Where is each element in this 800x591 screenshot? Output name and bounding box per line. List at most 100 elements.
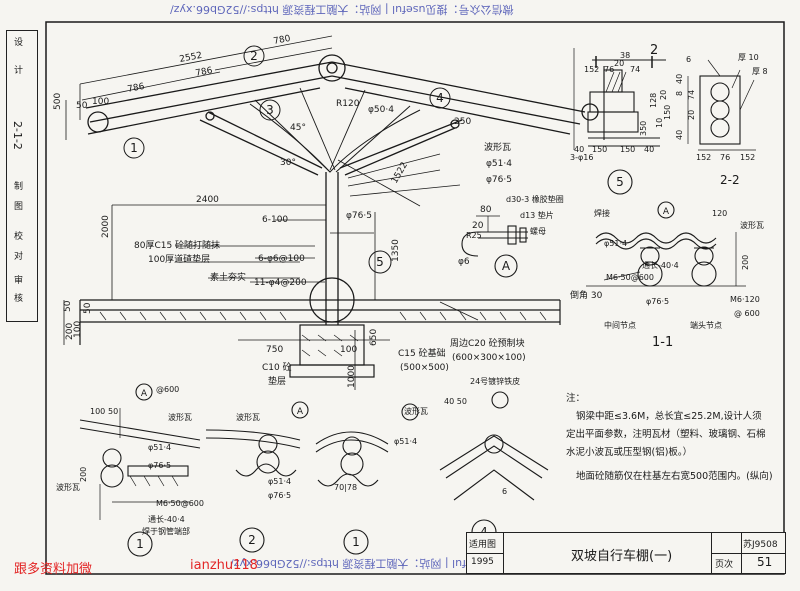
svg-text:周边C20 砼预制块: 周边C20 砼预制块	[450, 337, 525, 349]
svg-text:2-2: 2-2	[720, 173, 740, 187]
svg-text:6-φ6@100: 6-φ6@100	[258, 254, 305, 264]
title-block: 适用图 1995 双坡自行车棚(一) 苏J9508 页次 51	[466, 532, 786, 574]
svg-text:40: 40	[675, 130, 684, 140]
svg-text:1522: 1522	[390, 161, 410, 186]
svg-text:M6·50@600: M6·50@600	[156, 499, 204, 508]
svg-text:M6·120: M6·120	[730, 295, 760, 304]
svg-text:厚 8: 厚 8	[752, 67, 768, 76]
svg-text:650: 650	[369, 329, 379, 346]
notes-block: 注： 钢梁中距≤3.6M，总长宜≤25.2M,设计人须 定出平面参数，注明瓦材（…	[566, 390, 786, 486]
svg-text:38: 38	[620, 51, 630, 60]
svg-text:波形瓦: 波形瓦	[168, 412, 192, 422]
bottom-details	[79, 383, 549, 557]
svg-text:10: 10	[655, 118, 664, 128]
svg-text:152: 152	[696, 153, 711, 162]
bottom-detail-texts: 100 50 @600 波形瓦 φ51·4 φ76·5 波形瓦 M6·50@60…	[56, 376, 520, 536]
dimension-texts: 2552 786 786 780 100 500 50 45° 30° R120…	[53, 34, 471, 388]
sidebar-label-5: 对	[12, 251, 22, 260]
callout-a: A	[502, 259, 511, 273]
svg-text:C15 砼基础: C15 砼基础	[398, 347, 446, 359]
svg-text:1350: 1350	[391, 239, 401, 262]
callout-bottom-1: 1	[136, 537, 144, 551]
svg-text:8: 8	[675, 91, 684, 96]
svg-text:R25: R25	[466, 231, 482, 240]
callout-a-11: A	[663, 207, 670, 217]
callout-4: 4	[436, 91, 444, 105]
svg-text:100: 100	[92, 97, 109, 107]
svg-text:(500×500): (500×500)	[400, 363, 449, 373]
title-main: 双坡自行车棚(一)	[571, 549, 673, 564]
svg-text:74: 74	[687, 90, 696, 100]
svg-text:150: 150	[592, 145, 607, 154]
callout-bottom-3: 1	[352, 535, 360, 549]
svg-text:50: 50	[108, 407, 118, 416]
callout-1: 1	[130, 141, 138, 155]
svg-text:φ51·4: φ51·4	[394, 437, 417, 446]
svg-text:中间节点: 中间节点	[604, 320, 636, 330]
svg-text:φ51·4: φ51·4	[148, 443, 171, 452]
detail-a-bolt	[461, 215, 528, 278]
svg-text:200: 200	[65, 323, 75, 340]
svg-text:250: 250	[454, 117, 471, 127]
sidebar-signature: 2-1-2	[11, 121, 24, 150]
sidebar-label-7: 核	[12, 293, 22, 302]
watermark-top: 微信公众号：搜见useful | 网站：大脑工程资源 https://52Gb6…	[170, 3, 514, 16]
main-labels: 波形瓦 φ51·4 φ76·5 φ76·5 6-100 6-φ6@100 11-…	[134, 141, 603, 387]
svg-text:45°: 45°	[290, 123, 306, 133]
svg-text:φ50·4: φ50·4	[368, 105, 394, 115]
svg-text:2400: 2400	[196, 195, 219, 205]
svg-text:@ 600: @ 600	[734, 309, 760, 318]
notes-line-3: 水泥小波瓦或压型钢(铝)板。）	[566, 447, 693, 458]
svg-text:150: 150	[663, 105, 672, 120]
detail-1-1	[586, 201, 746, 287]
svg-text:φ76·5: φ76·5	[646, 297, 669, 306]
svg-text:素土夯实: 素土夯实	[210, 271, 246, 283]
svg-text:1000: 1000	[347, 365, 357, 388]
dimension-lines	[63, 35, 421, 390]
sidebar-label-2: 制	[12, 181, 22, 190]
svg-text:1-1: 1-1	[652, 335, 673, 350]
notes-line-2: 定出平面参数，注明瓦材（塑料、玻璃钢、石棉	[566, 429, 766, 440]
svg-text:波形瓦: 波形瓦	[56, 482, 80, 492]
svg-text:50: 50	[63, 300, 73, 312]
svg-text:786: 786	[127, 82, 146, 95]
sidebar-signature-block: 设 计 2-1-2 制 图 校 对 审 核	[6, 30, 38, 322]
svg-text:通长-40·4: 通长-40·4	[642, 260, 679, 270]
svg-text:@600: @600	[156, 385, 179, 394]
main-callouts	[123, 45, 451, 274]
svg-text:24号镀锌铁皮: 24号镀锌铁皮	[470, 376, 520, 386]
svg-text:垫层: 垫层	[268, 375, 286, 387]
svg-text:500: 500	[53, 93, 63, 110]
svg-text:M6·50@600: M6·50@600	[606, 273, 654, 282]
svg-text:焊于钢管端部: 焊于钢管端部	[142, 526, 190, 536]
svg-text:6: 6	[686, 55, 691, 64]
svg-text:50: 50	[83, 302, 93, 314]
svg-text:厚 10: 厚 10	[738, 53, 759, 62]
sidebar-label-1: 计	[12, 65, 22, 74]
outer-frame	[45, 21, 785, 575]
svg-text:70|78: 70|78	[334, 483, 357, 492]
svg-text:(600×300×100): (600×300×100)	[452, 353, 526, 363]
watermark-red-left: 跟多资料加微	[14, 562, 93, 577]
sidebar-label-4: 校	[12, 231, 22, 240]
callout-5: 5	[376, 255, 384, 269]
svg-text:φ76·5: φ76·5	[148, 461, 171, 470]
svg-text:750: 750	[266, 345, 283, 355]
title-page-label: 页次	[715, 560, 734, 570]
notes-head: 注：	[566, 393, 586, 404]
notes-line-4: 地面砼随筋仅在柱基左右宽500范围内。(纵向)	[576, 471, 773, 482]
svg-text:2: 2	[650, 43, 658, 58]
svg-text:128: 128	[649, 93, 658, 108]
svg-text:74: 74	[630, 65, 640, 74]
detail-2-2-texts: 2-2 6 厚 10 厚 8 152 76 152 40 20 74 8 40	[675, 53, 768, 187]
svg-text:40: 40	[675, 74, 684, 84]
svg-text:波形瓦: 波形瓦	[404, 406, 428, 416]
svg-text:C10 砼: C10 砼	[262, 361, 292, 373]
svg-text:50: 50	[76, 101, 88, 111]
svg-text:100: 100	[340, 345, 357, 355]
svg-text:780: 780	[273, 34, 292, 47]
title-page-number: 51	[757, 555, 773, 569]
svg-text:200: 200	[79, 467, 88, 482]
svg-text:d13 垫片: d13 垫片	[520, 210, 554, 220]
svg-text:2000: 2000	[101, 215, 111, 238]
